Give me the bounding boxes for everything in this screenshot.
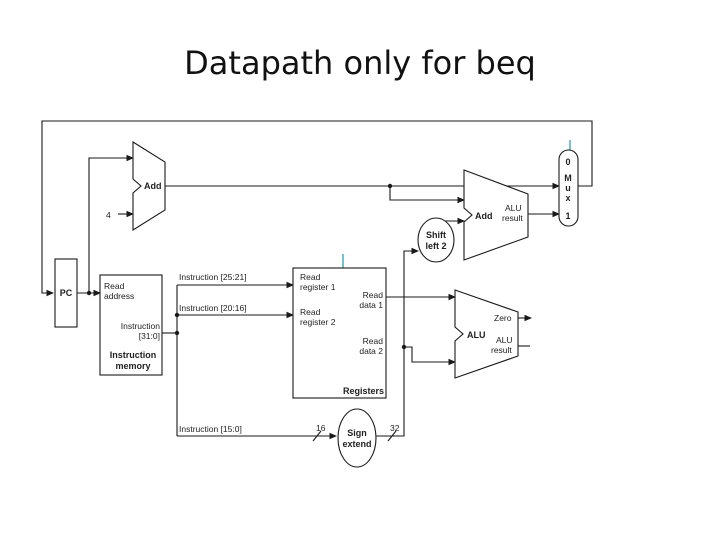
slide-title: Datapath only for beq [184, 44, 536, 82]
pc-adder: Add 4 [106, 141, 166, 231]
mux-input-0: 0 [565, 157, 570, 167]
mux-input-1: 1 [565, 211, 570, 221]
bus-imm-label: Instruction [15:0] [179, 424, 242, 434]
read-data1-line2: data 1 [359, 300, 383, 310]
branch-result-line1: ALU [505, 203, 522, 213]
read-reg2-line1: Read [300, 307, 321, 317]
bus-width-in: 16 [316, 423, 326, 433]
sign-extend-line2: extend [342, 439, 371, 449]
pc-adder-label: Add [144, 181, 162, 191]
constant-4: 4 [106, 210, 111, 220]
register-file: Read register 1 Read register 2 Read dat… [292, 267, 387, 399]
mux-letter-u: u [565, 183, 571, 193]
alu-result-line1: ALU [496, 335, 513, 345]
read-reg1-line1: Read [300, 272, 321, 282]
shift-left-2: Shift left 2 [417, 217, 455, 263]
instruction-line2: [31:0] [139, 331, 160, 341]
read-address-line2: address [104, 291, 134, 301]
bus-rs-label: Instruction [25:21] [179, 272, 247, 282]
wire-sign-ext-out [375, 346, 457, 437]
mux-letter-x: x [565, 193, 570, 203]
instruction-line1: Instruction [121, 321, 160, 331]
branch-adder-label: Add [475, 211, 493, 221]
bus-width-out: 32 [390, 423, 400, 433]
read-data1-line1: Read [363, 290, 384, 300]
wire-mux-to-pc [41, 120, 593, 297]
main-alu: ALU Zero ALU result [454, 289, 519, 379]
branch-result-line2: result [502, 213, 523, 223]
sign-extend-line1: Sign [347, 428, 367, 438]
wire-pc4-to-branch-adder [389, 186, 466, 204]
wire-to-shift [403, 247, 420, 347]
read-reg2-line2: register 2 [300, 317, 336, 327]
read-reg1-line2: register 1 [300, 282, 336, 292]
bus-labels: Instruction [25:21] Instruction [20:16] … [179, 272, 400, 434]
pc-label: PC [60, 288, 73, 298]
mux-letter-m: M [564, 173, 572, 183]
read-data2-line1: Read [363, 336, 384, 346]
alu-result-line2: result [491, 345, 512, 355]
branch-adder: Add ALU result [463, 169, 529, 261]
read-address-line1: Read [104, 281, 125, 291]
instruction-memory: Read address Instruction [31:0] Instruct… [99, 274, 163, 376]
shift-line2: left 2 [425, 241, 446, 251]
sign-extend: Sign extend [337, 408, 377, 468]
pc-source-mux: 0 M u x 1 [558, 149, 579, 227]
alu-label: ALU [467, 330, 486, 340]
pc-register: PC [54, 258, 78, 328]
wire-pc-to-adder [88, 154, 135, 293]
imem-name-line2: memory [115, 361, 150, 371]
wires [41, 120, 593, 442]
bus-rt-label: Instruction [20:16] [179, 303, 247, 313]
registers-name: Registers [343, 386, 384, 396]
alu-zero-label: Zero [494, 313, 512, 323]
shift-line1: Shift [426, 230, 446, 240]
read-data2-line2: data 2 [359, 346, 383, 356]
imem-name-line1: Instruction [110, 350, 157, 360]
